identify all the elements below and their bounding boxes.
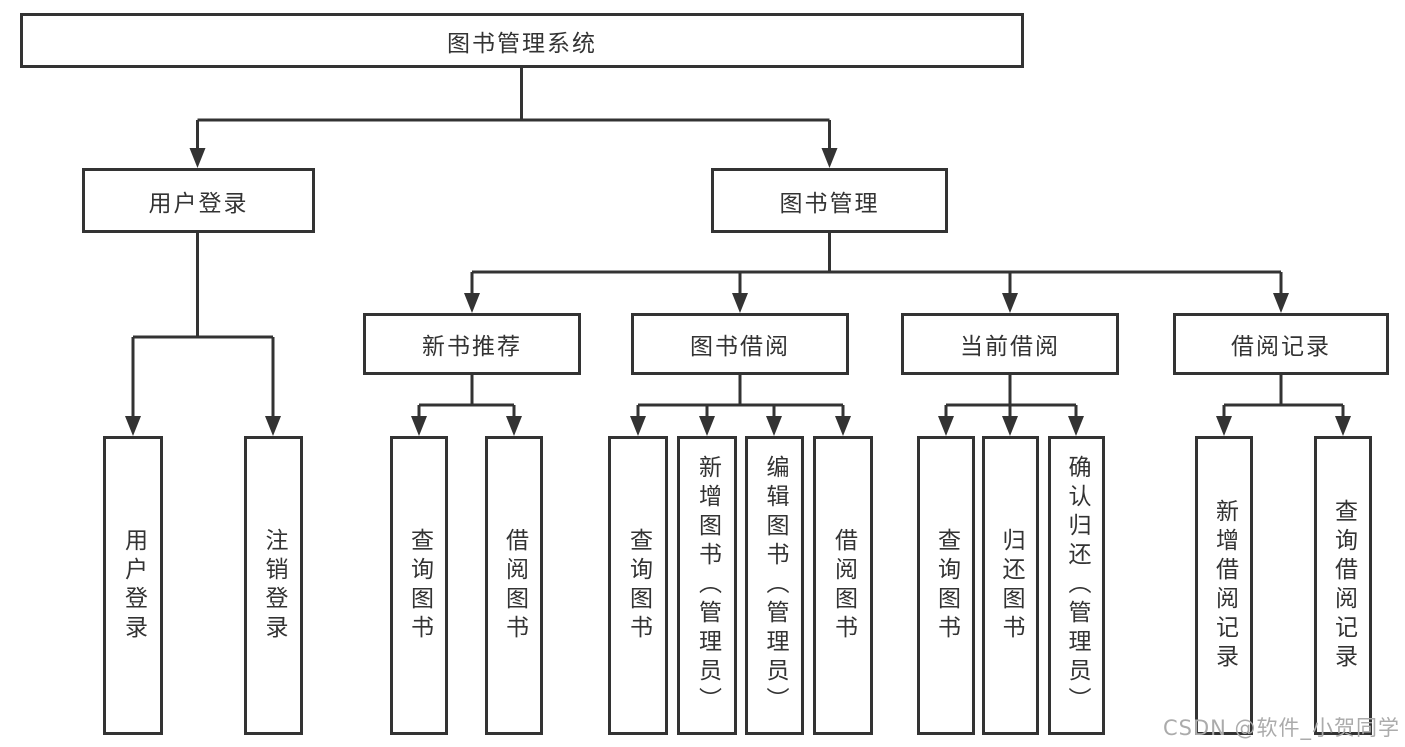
- node-borrow-records: 借阅记录: [1173, 313, 1389, 375]
- node-label: 确认归还（管理员）: [1064, 455, 1090, 716]
- node-library-system: 图书管理系统: [20, 13, 1024, 68]
- arrowhead-down-icon: [464, 293, 1289, 313]
- node-label: 编辑图书（管理员）: [762, 455, 788, 716]
- node-label: 用户登录: [120, 527, 147, 644]
- node-label: 用户登录: [148, 190, 249, 217]
- node-label: 图书管理: [779, 190, 880, 217]
- node-label: 借阅图书: [830, 527, 857, 644]
- leaf-edit-book-admin: 编辑图书（管理员）: [745, 436, 804, 735]
- connector-borrow-records-split: [1216, 375, 1351, 436]
- node-book-borrowing: 图书借阅: [631, 313, 849, 375]
- node-current-borrowing: 当前借阅: [901, 313, 1119, 375]
- node-label: 查询借阅记录: [1330, 498, 1357, 673]
- arrowhead-down-icon: [189, 148, 838, 168]
- node-label: 归还图书: [998, 527, 1024, 644]
- node-label: 查询图书: [625, 527, 652, 644]
- node-label: 注销登录: [261, 527, 287, 644]
- node-label: 新增借阅记录: [1211, 498, 1238, 673]
- node-label: 新增图书（管理员）: [694, 455, 721, 716]
- arrowhead-down-icon: [125, 416, 281, 436]
- node-user-login-group: 用户登录: [82, 168, 315, 233]
- node-label: 查询图书: [933, 527, 960, 644]
- node-label: 查询图书: [406, 527, 433, 644]
- leaf-query-borrow-record: 查询借阅记录: [1314, 436, 1372, 735]
- node-label: 借阅记录: [1231, 334, 1331, 360]
- leaf-add-book-admin: 新增图书（管理员）: [677, 436, 737, 735]
- connector-current-borrowing-split: [938, 375, 1084, 436]
- arrowhead-down-icon: [630, 416, 851, 436]
- leaf-add-borrow-record: 新增借阅记录: [1195, 436, 1253, 735]
- leaf-borrow-books-borrowing: 借阅图书: [813, 436, 873, 735]
- leaf-user-login: 用户登录: [103, 436, 163, 735]
- node-label: 图书管理系统: [447, 30, 597, 57]
- node-label: 当前借阅: [960, 334, 1060, 360]
- arrowhead-down-icon: [411, 416, 522, 436]
- leaf-query-books-recommend: 查询图书: [390, 436, 448, 735]
- leaf-logout: 注销登录: [244, 436, 303, 735]
- leaf-query-books-borrowing: 查询图书: [608, 436, 668, 735]
- node-label: 新书推荐: [422, 334, 522, 360]
- node-label: 图书借阅: [690, 334, 790, 360]
- csdn-watermark: CSDN @软件_小贺同学: [1163, 716, 1401, 740]
- leaf-query-books-current: 查询图书: [917, 436, 975, 735]
- connector-new-book-recommend-split: [411, 375, 522, 436]
- connector-user-login-split: [125, 233, 281, 436]
- connector-root-split: [189, 68, 838, 168]
- node-new-book-recommend: 新书推荐: [363, 313, 581, 375]
- connector-book-management-split: [464, 233, 1289, 313]
- arrowhead-down-icon: [938, 416, 1084, 436]
- leaf-borrow-books-recommend: 借阅图书: [485, 436, 543, 735]
- leaf-return-book: 归还图书: [982, 436, 1039, 735]
- arrowhead-down-icon: [1216, 416, 1351, 436]
- leaf-confirm-return-admin: 确认归还（管理员）: [1048, 436, 1105, 735]
- connector-book-borrowing-split: [630, 375, 851, 436]
- node-book-management: 图书管理: [711, 168, 948, 233]
- node-label: 借阅图书: [501, 527, 528, 644]
